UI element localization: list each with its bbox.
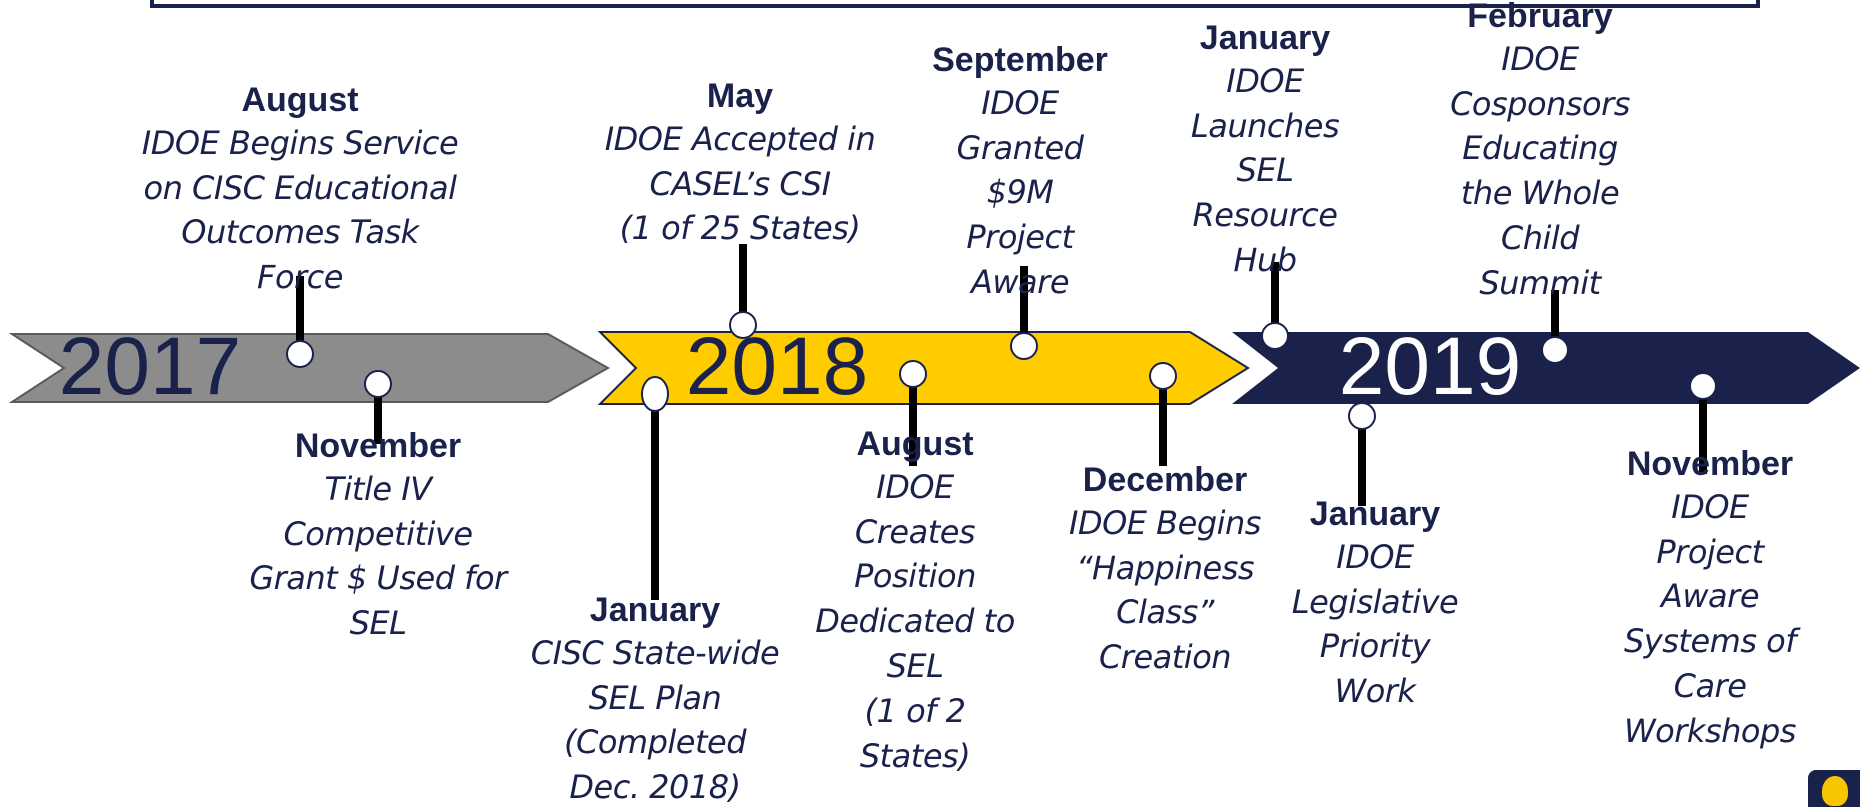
event-month: January <box>1199 19 1331 57</box>
event-month: November <box>294 427 462 465</box>
event-description: IDOE Legislative Priority Work <box>1291 537 1459 711</box>
event-description: IDOE Project Aware Systems of Care Works… <box>1623 487 1797 750</box>
event-description: Title IV Competitive Grant $ Used for SE… <box>249 469 507 643</box>
dot-may-2018 <box>729 311 757 339</box>
dot-nov-2019 <box>1689 372 1717 400</box>
event-jan-2019b: January IDOE Legislative Priority Work <box>1270 494 1480 714</box>
dot-aug-2017 <box>286 340 314 368</box>
event-month: August <box>856 425 974 463</box>
event-description: IDOE Creates Position Dedicated to SEL (… <box>815 467 1015 775</box>
event-month: May <box>706 77 774 115</box>
dot-aug-2018 <box>899 360 927 388</box>
event-month: November <box>1626 445 1794 483</box>
event-description: CISC State-wide SEL Plan (Completed Dec.… <box>530 633 780 807</box>
dot-jan-2018 <box>641 376 669 412</box>
event-jan-2018: January CISC State-wide SEL Plan (Comple… <box>510 590 800 807</box>
university-logo <box>1808 770 1860 807</box>
event-month: August <box>241 81 359 119</box>
event-nov-2019: November IDOE Project Aware Systems of C… <box>1590 444 1830 754</box>
event-description: IDOE Cosponsors Educating the Whole Chil… <box>1450 39 1630 302</box>
dot-feb-2019 <box>1541 336 1569 364</box>
dot-nov-2017 <box>364 370 392 398</box>
event-description: IDOE Launches SEL Resource Hub <box>1190 61 1340 279</box>
dot-jan-2019b <box>1348 402 1376 430</box>
event-aug-2017: August IDOE Begins Service on CISC Educa… <box>120 80 480 300</box>
year-label-2017: 2017 <box>59 321 241 412</box>
event-aug-2018: August IDOE Creates Position Dedicated t… <box>800 424 1030 778</box>
dot-jan-2019a <box>1261 322 1289 350</box>
title-bar <box>150 0 1760 8</box>
event-description: IDOE Begins Service on CISC Educational … <box>141 123 459 297</box>
event-month: January <box>589 591 721 629</box>
event-dec-2018: December IDOE Begins “Happiness Class” C… <box>1050 460 1280 680</box>
event-month: December <box>1082 461 1248 499</box>
dot-dec-2018 <box>1149 362 1177 390</box>
event-description: IDOE Accepted in CASEL’s CSI (1 of 25 St… <box>604 119 876 248</box>
flame-icon <box>1822 776 1848 806</box>
dot-sep-2018 <box>1010 332 1038 360</box>
year-label-2019: 2019 <box>1339 321 1521 412</box>
event-may-2018: May IDOE Accepted in CASEL’s CSI (1 of 2… <box>580 76 900 251</box>
event-month: September <box>932 41 1108 79</box>
year-label-2018: 2018 <box>686 321 868 412</box>
event-feb-2019: February IDOE Cosponsors Educating the W… <box>1420 0 1660 306</box>
event-month: February <box>1467 0 1613 35</box>
event-jan-2019a: January IDOE Launches SEL Resource Hub <box>1160 18 1370 283</box>
event-sep-2018: September IDOE Granted $9M Project Aware <box>910 40 1130 305</box>
event-nov-2017: November Title IV Competitive Grant $ Us… <box>220 426 536 646</box>
event-month: January <box>1309 495 1441 533</box>
year-arrow-2017 <box>8 333 611 403</box>
event-description: IDOE Begins “Happiness Class” Creation <box>1069 503 1261 677</box>
event-description: IDOE Granted $9M Project Aware <box>956 83 1084 301</box>
